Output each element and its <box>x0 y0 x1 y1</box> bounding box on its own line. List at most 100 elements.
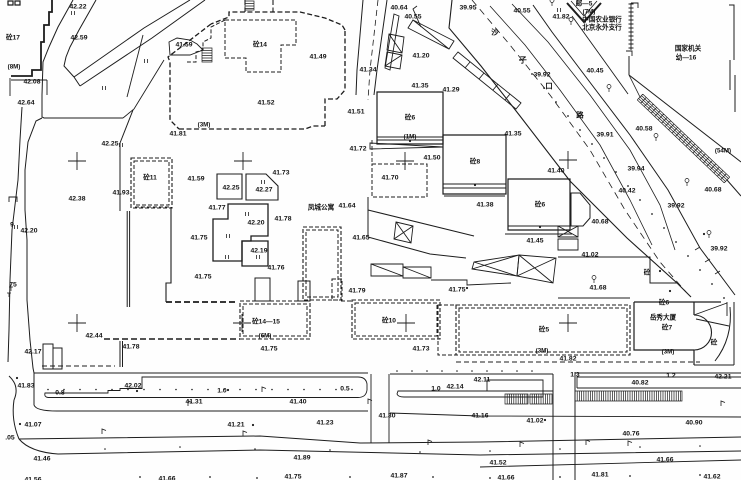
road-tree-dot <box>711 283 713 285</box>
road-tree-dot <box>723 297 725 299</box>
band-dot <box>254 448 256 450</box>
elevation-label: 39.94 <box>627 166 644 173</box>
band-dot <box>489 450 491 452</box>
band-dot <box>104 448 106 450</box>
elevation-label: 41.52 <box>257 100 274 107</box>
building-name-label: 幼—16 <box>676 53 697 62</box>
band-dot <box>559 448 561 450</box>
lower-strip-r2 <box>402 266 432 279</box>
elevation-label: 42.20 <box>247 220 264 227</box>
elevation-label: 41.62 <box>703 474 720 480</box>
elevation-label: 41.65 <box>352 235 369 242</box>
gj-bracket <box>626 50 633 56</box>
median-dot <box>207 388 209 391</box>
road-tree-dot <box>687 255 689 257</box>
road-tree-dot <box>531 73 533 75</box>
grid-cross <box>559 314 577 332</box>
tower-conn <box>331 278 343 301</box>
median-dot <box>501 370 503 372</box>
elevation-label: 41.64 <box>338 203 355 210</box>
elevation-label: 42.25 <box>101 141 118 148</box>
elevation-label: .05 <box>5 435 15 442</box>
grid-cross <box>234 152 252 170</box>
road-tree-dot <box>615 171 617 173</box>
point-mark <box>15 376 19 380</box>
bottom-row-dot <box>432 476 434 478</box>
small-bldg-b <box>52 347 63 370</box>
elevation-label: 42.02 <box>124 383 141 390</box>
road-lane1 <box>489 5 653 246</box>
b6top-rect <box>376 91 444 145</box>
elevation-label: 41.66 <box>158 476 175 480</box>
sw-corner <box>33 373 58 412</box>
elevation-label: 42.59 <box>70 35 87 42</box>
road-tree-dot <box>639 199 641 201</box>
elevation-label: 75 <box>9 282 17 289</box>
elevation-label: 1.0 <box>217 388 227 395</box>
band-dot <box>179 446 181 448</box>
median-dot <box>351 388 353 391</box>
elevation-label: 41.77 <box>208 205 225 212</box>
road-lane2 <box>511 3 676 251</box>
lamp-icon <box>242 430 248 436</box>
tick-mark <box>261 180 265 184</box>
left-street-east-curb <box>24 117 43 374</box>
elevation-label: 41.23 <box>316 420 333 427</box>
elevation-label: 39.95 <box>459 5 476 12</box>
band-dot <box>419 451 421 453</box>
height-note-label: (54M) <box>715 148 731 155</box>
elevation-label: 1.2 <box>666 373 676 380</box>
elevation-label: 40.90 <box>685 420 702 427</box>
elevation-label: 0.5 <box>340 386 350 393</box>
elevation-label: 41.40 <box>289 399 306 406</box>
bar-upper-tail <box>412 5 422 28</box>
tree-icon <box>591 275 597 283</box>
strip-4102 <box>558 256 677 284</box>
tree-icon <box>9 286 13 291</box>
building-number-label: 砼7 <box>662 323 673 332</box>
elevation-label: 40.68 <box>704 187 721 194</box>
elevation-label: 40.76 <box>622 431 639 438</box>
bank-plot-line <box>571 15 629 95</box>
pond-4159 <box>168 37 204 56</box>
b6mid-entr <box>443 183 506 197</box>
elevation-label: 41.20 <box>412 53 429 60</box>
tree-icon <box>549 0 555 6</box>
lamp-icon <box>720 400 726 406</box>
road-tree-dot <box>675 241 677 243</box>
b5-outer <box>455 304 631 356</box>
elevation-label: 41.51 <box>347 109 364 116</box>
point-mark <box>251 423 255 427</box>
median-dot <box>486 370 488 372</box>
height-note-label: (1M) <box>404 134 417 141</box>
cmp14-south <box>179 125 325 130</box>
elevation-label: 39.92 <box>667 203 684 210</box>
elevation-label: 0.8 <box>55 390 65 397</box>
building-number-label: 砼 <box>644 268 651 277</box>
road-w-curb <box>448 0 692 298</box>
stairs-2 <box>244 0 255 11</box>
elevation-label: 42.20 <box>20 228 37 235</box>
elevation-label: 41.78 <box>274 216 291 223</box>
elevation-label: 40.58 <box>635 126 652 133</box>
b8-entr <box>505 225 572 235</box>
annex-rect <box>557 238 579 251</box>
elevation-label: 40.64 <box>390 5 407 12</box>
tree-icon <box>684 178 690 186</box>
b11-outer <box>130 157 173 209</box>
elevation-label: 41.34 <box>359 67 376 74</box>
point-mark <box>668 289 672 293</box>
b4219-rect <box>241 240 269 267</box>
elevation-label: 41.35 <box>504 131 521 138</box>
elevation-label: 1.3 <box>570 372 580 379</box>
elevation-label: 42.44 <box>85 333 102 340</box>
nw-sidewalk-diag2 <box>126 34 144 98</box>
tick-mark <box>245 212 249 216</box>
height-note-label: (3M) <box>662 349 675 356</box>
grid-cross <box>233 314 251 332</box>
median-dot <box>127 388 129 391</box>
road-tree-dot <box>591 143 593 145</box>
point-mark <box>18 422 22 426</box>
lamp-icon <box>187 400 193 406</box>
elevation-label: 41.79 <box>348 288 365 295</box>
